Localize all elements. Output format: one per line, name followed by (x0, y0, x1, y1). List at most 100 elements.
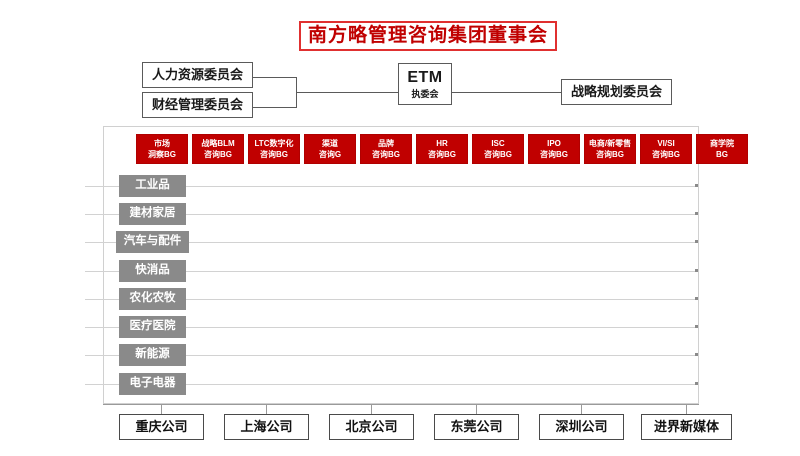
industry-label: 汽车与配件 (123, 235, 182, 248)
bg-chip-line2: 咨询BG (204, 149, 232, 159)
company-drop-line (476, 404, 477, 415)
etm-box[interactable]: ETM 执委会 (398, 63, 452, 105)
industry-box-new-energy[interactable]: 新能源 (119, 344, 186, 366)
etm-subtitle: 执委会 (411, 88, 439, 99)
industry-box-industrial-goods[interactable]: 工业品 (119, 175, 186, 197)
bg-chip-hr[interactable]: HR 咨询BG (416, 134, 468, 164)
industry-row-endpoint (695, 353, 698, 356)
committee-label-finance: 财经管理委员会 (151, 96, 243, 112)
industry-box-fmcg[interactable]: 快消品 (119, 260, 186, 282)
company-box-dongguan[interactable]: 东莞公司 (434, 414, 519, 440)
industry-row-endpoint (695, 325, 698, 328)
industry-label: 新能源 (135, 348, 170, 361)
bg-chip-line2: 咨询BG (540, 149, 568, 159)
industry-label: 医疗医院 (129, 320, 176, 333)
company-drop-line (161, 404, 162, 415)
industry-row-line (85, 355, 698, 356)
company-drop-line (686, 404, 687, 415)
committee-box-finance[interactable]: 财经管理委员会 (142, 92, 253, 118)
committee-label-hr: 人力资源委员会 (151, 66, 243, 82)
committee-box-strategy[interactable]: 战略规划委员会 (561, 79, 672, 105)
company-label: 重庆公司 (135, 418, 188, 434)
industry-row-line (85, 271, 698, 272)
company-box-shanghai[interactable]: 上海公司 (224, 414, 309, 440)
industry-row-endpoint (695, 184, 698, 187)
industry-box-electronics-appliances[interactable]: 电子电器 (119, 373, 186, 395)
matrix-panel (103, 126, 699, 404)
company-box-jinjie-new-media[interactable]: 进界新媒体 (641, 414, 732, 440)
bg-chip-line2: 洞察BG (148, 149, 176, 159)
industry-label: 电子电器 (129, 377, 176, 390)
bg-chip-line2: 咨询BG (260, 149, 288, 159)
company-box-beijing[interactable]: 北京公司 (329, 414, 414, 440)
connector-hr-to-bracket (252, 77, 296, 78)
bg-chip-ecommerce-newretail[interactable]: 电商/新零售 咨询BG (584, 134, 636, 164)
org-title-box: 南方略管理咨询集团董事会 (299, 21, 557, 51)
bg-chip-brand[interactable]: 品牌 咨询BG (360, 134, 412, 164)
bg-chip-line1: VI/SI (657, 139, 675, 149)
company-drop-line (371, 404, 372, 415)
industry-label: 农化农牧 (129, 292, 176, 305)
bg-chip-line2: 咨询BG (372, 149, 400, 159)
bg-chip-ltc-digital[interactable]: LTC数字化 咨询BG (248, 134, 300, 164)
industry-row-endpoint (695, 382, 698, 385)
bg-chip-line2: 咨询BG (596, 149, 624, 159)
industry-row-line (85, 384, 698, 385)
industry-box-agrochemical-farming[interactable]: 农化农牧 (119, 288, 186, 310)
bg-chip-line1: HR (436, 139, 448, 149)
bg-chip-line1: 战略BLM (201, 139, 235, 149)
bg-chip-channel[interactable]: 渠道 咨询G (304, 134, 356, 164)
bg-chip-line1: 电商/新零售 (588, 139, 632, 149)
company-box-shenzhen[interactable]: 深圳公司 (539, 414, 624, 440)
company-drop-line (581, 404, 582, 415)
company-label: 上海公司 (240, 418, 293, 434)
industry-row-endpoint (695, 297, 698, 300)
company-bus-line (103, 404, 699, 405)
company-label: 东莞公司 (450, 418, 503, 434)
industry-label: 工业品 (135, 179, 170, 192)
bg-chip-business-school[interactable]: 商学院 BG (696, 134, 748, 164)
bg-chip-line1: ISC (491, 139, 505, 149)
bg-chip-vi-si[interactable]: VI/SI 咨询BG (640, 134, 692, 164)
bg-chip-line1: 商学院 (710, 139, 734, 149)
org-title-text: 南方略管理咨询集团董事会 (307, 25, 548, 47)
connector-etm-to-strategy (452, 92, 562, 93)
industry-label: 快消品 (135, 264, 170, 277)
industry-row-line (85, 186, 698, 187)
etm-name: ETM (407, 69, 443, 87)
industry-label: 建材家居 (129, 207, 176, 220)
bg-chip-strategy-blm[interactable]: 战略BLM 咨询BG (192, 134, 244, 164)
company-label: 深圳公司 (555, 418, 608, 434)
industry-box-automotive-parts[interactable]: 汽车与配件 (116, 231, 189, 253)
company-label: 进界新媒体 (653, 418, 719, 434)
bg-chip-line1: 市场 (154, 139, 170, 149)
company-drop-line (266, 404, 267, 415)
connector-bracket-to-etm (296, 92, 398, 93)
company-box-chongqing[interactable]: 重庆公司 (119, 414, 204, 440)
industry-row-line (85, 214, 698, 215)
industry-row-line (85, 327, 698, 328)
bg-chip-line2: 咨询BG (428, 149, 456, 159)
committee-box-hr[interactable]: 人力资源委员会 (142, 62, 253, 88)
bg-chip-line1: LTC数字化 (254, 139, 294, 149)
connector-finance-to-bracket (252, 107, 296, 108)
bg-chip-line1: 品牌 (378, 139, 394, 149)
industry-row-endpoint (695, 240, 698, 243)
bg-chip-line2: 咨询G (318, 149, 342, 159)
bg-chip-ipo[interactable]: IPO 咨询BG (528, 134, 580, 164)
bg-chip-market-insight[interactable]: 市场 洞察BG (136, 134, 188, 164)
bg-chip-isc[interactable]: ISC 咨询BG (472, 134, 524, 164)
committee-label-strategy: 战略规划委员会 (570, 83, 662, 99)
bg-chip-line2: 咨询BG (652, 149, 680, 159)
industry-box-medical-hospital[interactable]: 医疗医院 (119, 316, 186, 338)
company-label: 北京公司 (345, 418, 398, 434)
bg-chip-line2: BG (716, 149, 728, 159)
industry-row-line (85, 299, 698, 300)
bg-chip-line1: IPO (547, 139, 561, 149)
industry-row-endpoint (695, 212, 698, 215)
industry-row-endpoint (695, 269, 698, 272)
industry-box-building-materials-home[interactable]: 建材家居 (119, 203, 186, 225)
industry-row-line (85, 242, 698, 243)
bg-chip-line1: 渠道 (322, 139, 338, 149)
